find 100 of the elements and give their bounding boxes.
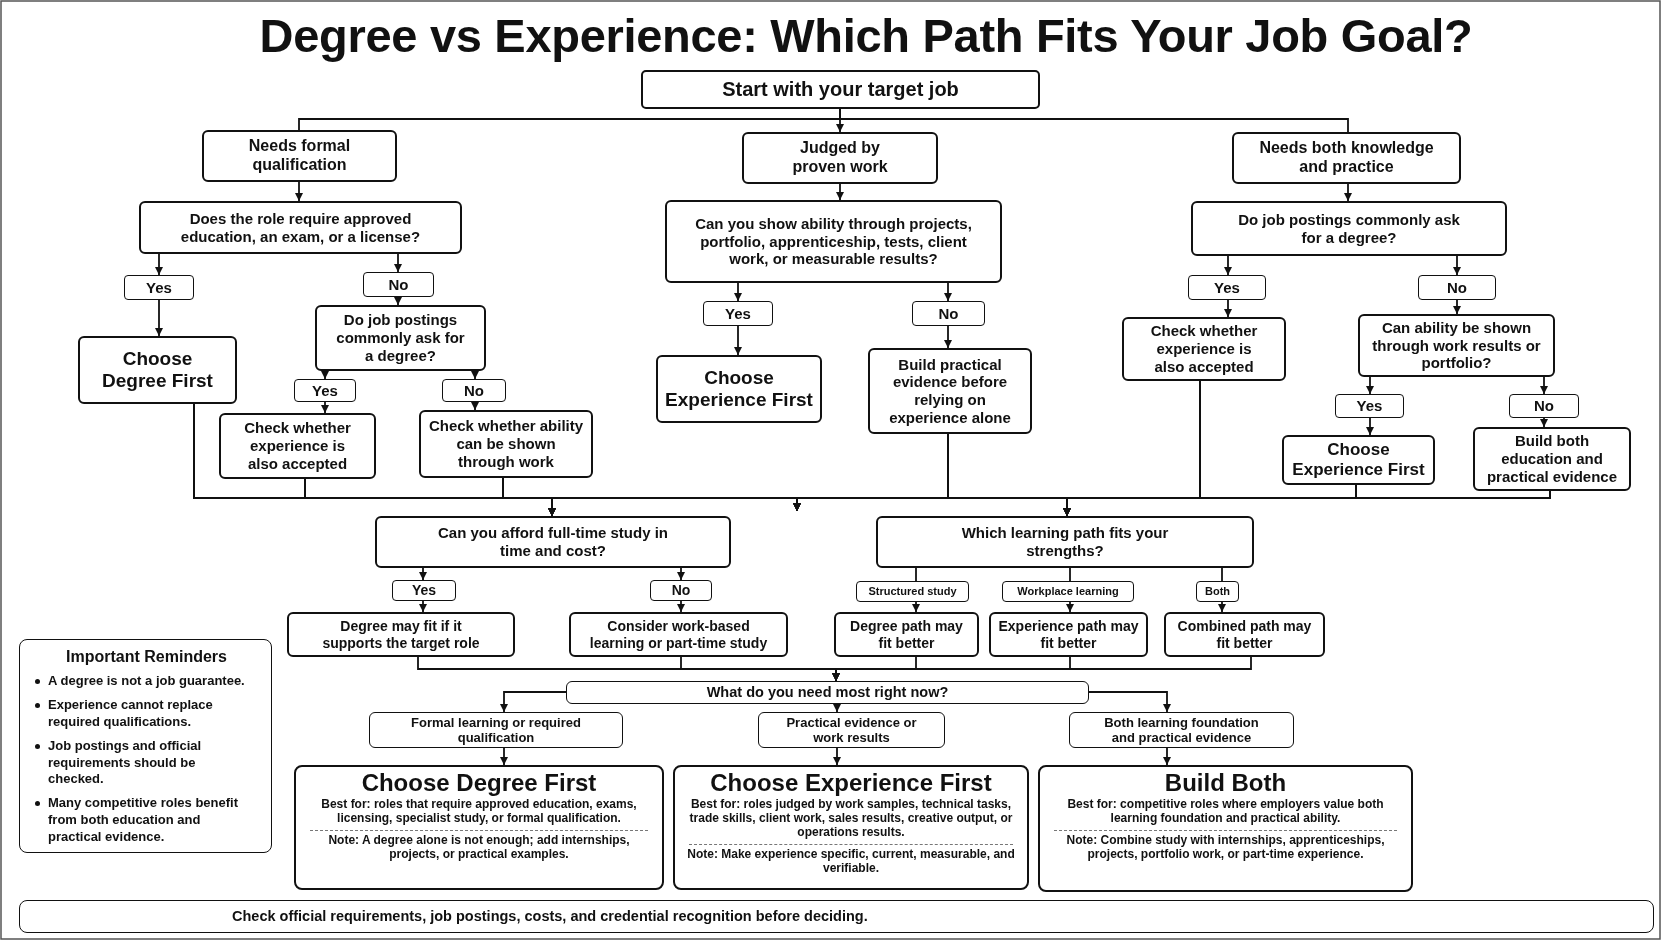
node-text: Yes xyxy=(411,582,437,599)
category-box xyxy=(742,132,938,184)
node-text: Consider work-based learning or part-time study xyxy=(588,618,769,651)
answer-tag xyxy=(650,580,712,601)
action-box xyxy=(1473,427,1631,491)
node-text: Check whether experience is also accepted xyxy=(1149,322,1259,376)
node-text: No xyxy=(671,582,691,599)
decision-result-box xyxy=(1282,435,1435,485)
arrow xyxy=(1453,255,1461,276)
answer-tag xyxy=(1509,394,1579,418)
arrow xyxy=(1224,299,1232,318)
node-text: Can you afford full-time study in time and cost? xyxy=(437,524,669,560)
node-text: Structured study xyxy=(868,585,957,598)
panel-heading: Important Reminders xyxy=(66,648,227,666)
node-text: Yes xyxy=(725,304,751,323)
arrow xyxy=(419,567,427,581)
action-box xyxy=(419,410,593,478)
arrow xyxy=(1366,376,1374,395)
answer-tag xyxy=(1188,275,1266,300)
need-box xyxy=(369,712,623,748)
node-text: Workplace learning xyxy=(1017,585,1119,598)
question-box xyxy=(315,305,486,371)
question-box xyxy=(1191,201,1507,256)
node-text: Choose Experience First xyxy=(664,366,814,412)
reminder-item: Job postings and official requirements should be checked. xyxy=(48,737,203,789)
answer-tag xyxy=(363,272,434,297)
result-box xyxy=(287,612,515,657)
node-text: Can ability be shown through work results or portfolio? xyxy=(1371,318,1542,373)
node-text: Degree path may fit better xyxy=(849,618,964,651)
need-box xyxy=(758,712,945,748)
node-text: Yes xyxy=(1356,397,1383,415)
decision-result-box xyxy=(78,336,237,404)
diagram-title: Degree vs Experience: Which Path Fits Your Job Goal? xyxy=(259,8,1473,64)
need-box xyxy=(1069,712,1294,748)
node-text: Build practical evidence before relying on experience alone xyxy=(888,355,1012,427)
option-tag xyxy=(1002,581,1134,602)
card-title: Build Both xyxy=(1164,770,1287,797)
arrow xyxy=(1163,747,1171,766)
answer-tag xyxy=(124,275,194,300)
reminder-item: Many competitive roles benefit from both education and practical evidence. xyxy=(48,795,239,846)
outcome-card xyxy=(294,765,664,890)
question-box xyxy=(139,201,462,254)
question-box xyxy=(876,516,1254,568)
node-text: No xyxy=(938,304,959,323)
arrow xyxy=(1540,417,1548,428)
card-title: Choose Degree First xyxy=(361,770,597,797)
arrow xyxy=(734,282,742,302)
arrow xyxy=(419,600,427,613)
node-text: Needs both knowledge and practice xyxy=(1258,139,1435,177)
footer-banner xyxy=(19,900,1654,933)
node-text: No xyxy=(1534,397,1554,415)
node-text: No xyxy=(1447,278,1467,297)
node-text: Both xyxy=(1204,585,1230,598)
arrow xyxy=(1066,601,1074,613)
card-note: Note: A degree alone is not enough; add internships, projects, or practical examples. xyxy=(327,834,631,862)
card-description: Best for: competitive roles where employers value both learning foundation and practical ability. xyxy=(1066,798,1385,827)
node-text: Build both education and practical evidence xyxy=(1485,432,1619,486)
reminder-item: Experience cannot replace required qualifications. xyxy=(48,696,214,731)
answer-tag xyxy=(703,301,773,326)
node-text: Which learning path fits your strengths? xyxy=(960,524,1170,560)
answer-tag xyxy=(392,580,456,601)
connector-line xyxy=(1221,567,1223,582)
reminders-panel xyxy=(19,639,272,853)
arrow xyxy=(321,401,329,414)
arrow xyxy=(394,253,402,273)
arrow xyxy=(394,296,402,306)
result-box xyxy=(1164,612,1325,657)
connector-line xyxy=(915,567,917,582)
category-box xyxy=(1232,132,1461,184)
node-text: Both learning foundation and practical evidence xyxy=(1103,714,1260,746)
node-text: Judged by proven work xyxy=(791,139,889,177)
arrow xyxy=(677,567,685,581)
node-text: Yes xyxy=(312,381,338,400)
node-text: No xyxy=(388,275,409,294)
card-description: Best for: roles that require approved education, exams, licensing, specialist study, or formal qualification. xyxy=(320,798,638,827)
arrow xyxy=(1366,417,1374,436)
arrow xyxy=(1344,183,1352,202)
node-text: What do you need most right now? xyxy=(706,683,949,702)
arrow xyxy=(500,691,567,713)
reminder-item: A degree is not a job guarantee. xyxy=(48,673,245,690)
arrow xyxy=(295,181,303,202)
outcome-card xyxy=(1038,765,1413,892)
start-box xyxy=(641,70,1040,109)
arrow xyxy=(836,183,844,201)
outcome-card xyxy=(673,765,1029,890)
arrow xyxy=(471,370,479,380)
arrow xyxy=(471,401,479,411)
node-text: Can you show ability through projects, portfolio, apprenticeship, tests, client work, or measurable results? xyxy=(694,214,973,269)
answer-tag xyxy=(1418,275,1496,300)
action-box xyxy=(219,413,376,479)
node-text: Check official requirements, job postings, costs, and credential recognition before deciding. xyxy=(232,907,868,926)
card-title: Choose Experience First xyxy=(710,770,992,797)
arrow xyxy=(321,370,329,380)
node-text: Start with your target job xyxy=(722,77,959,102)
arrow xyxy=(1224,255,1232,276)
result-box xyxy=(569,612,788,657)
question-box xyxy=(1358,314,1555,377)
arrow xyxy=(155,253,163,276)
arrow xyxy=(833,703,841,713)
arrow xyxy=(944,325,952,349)
